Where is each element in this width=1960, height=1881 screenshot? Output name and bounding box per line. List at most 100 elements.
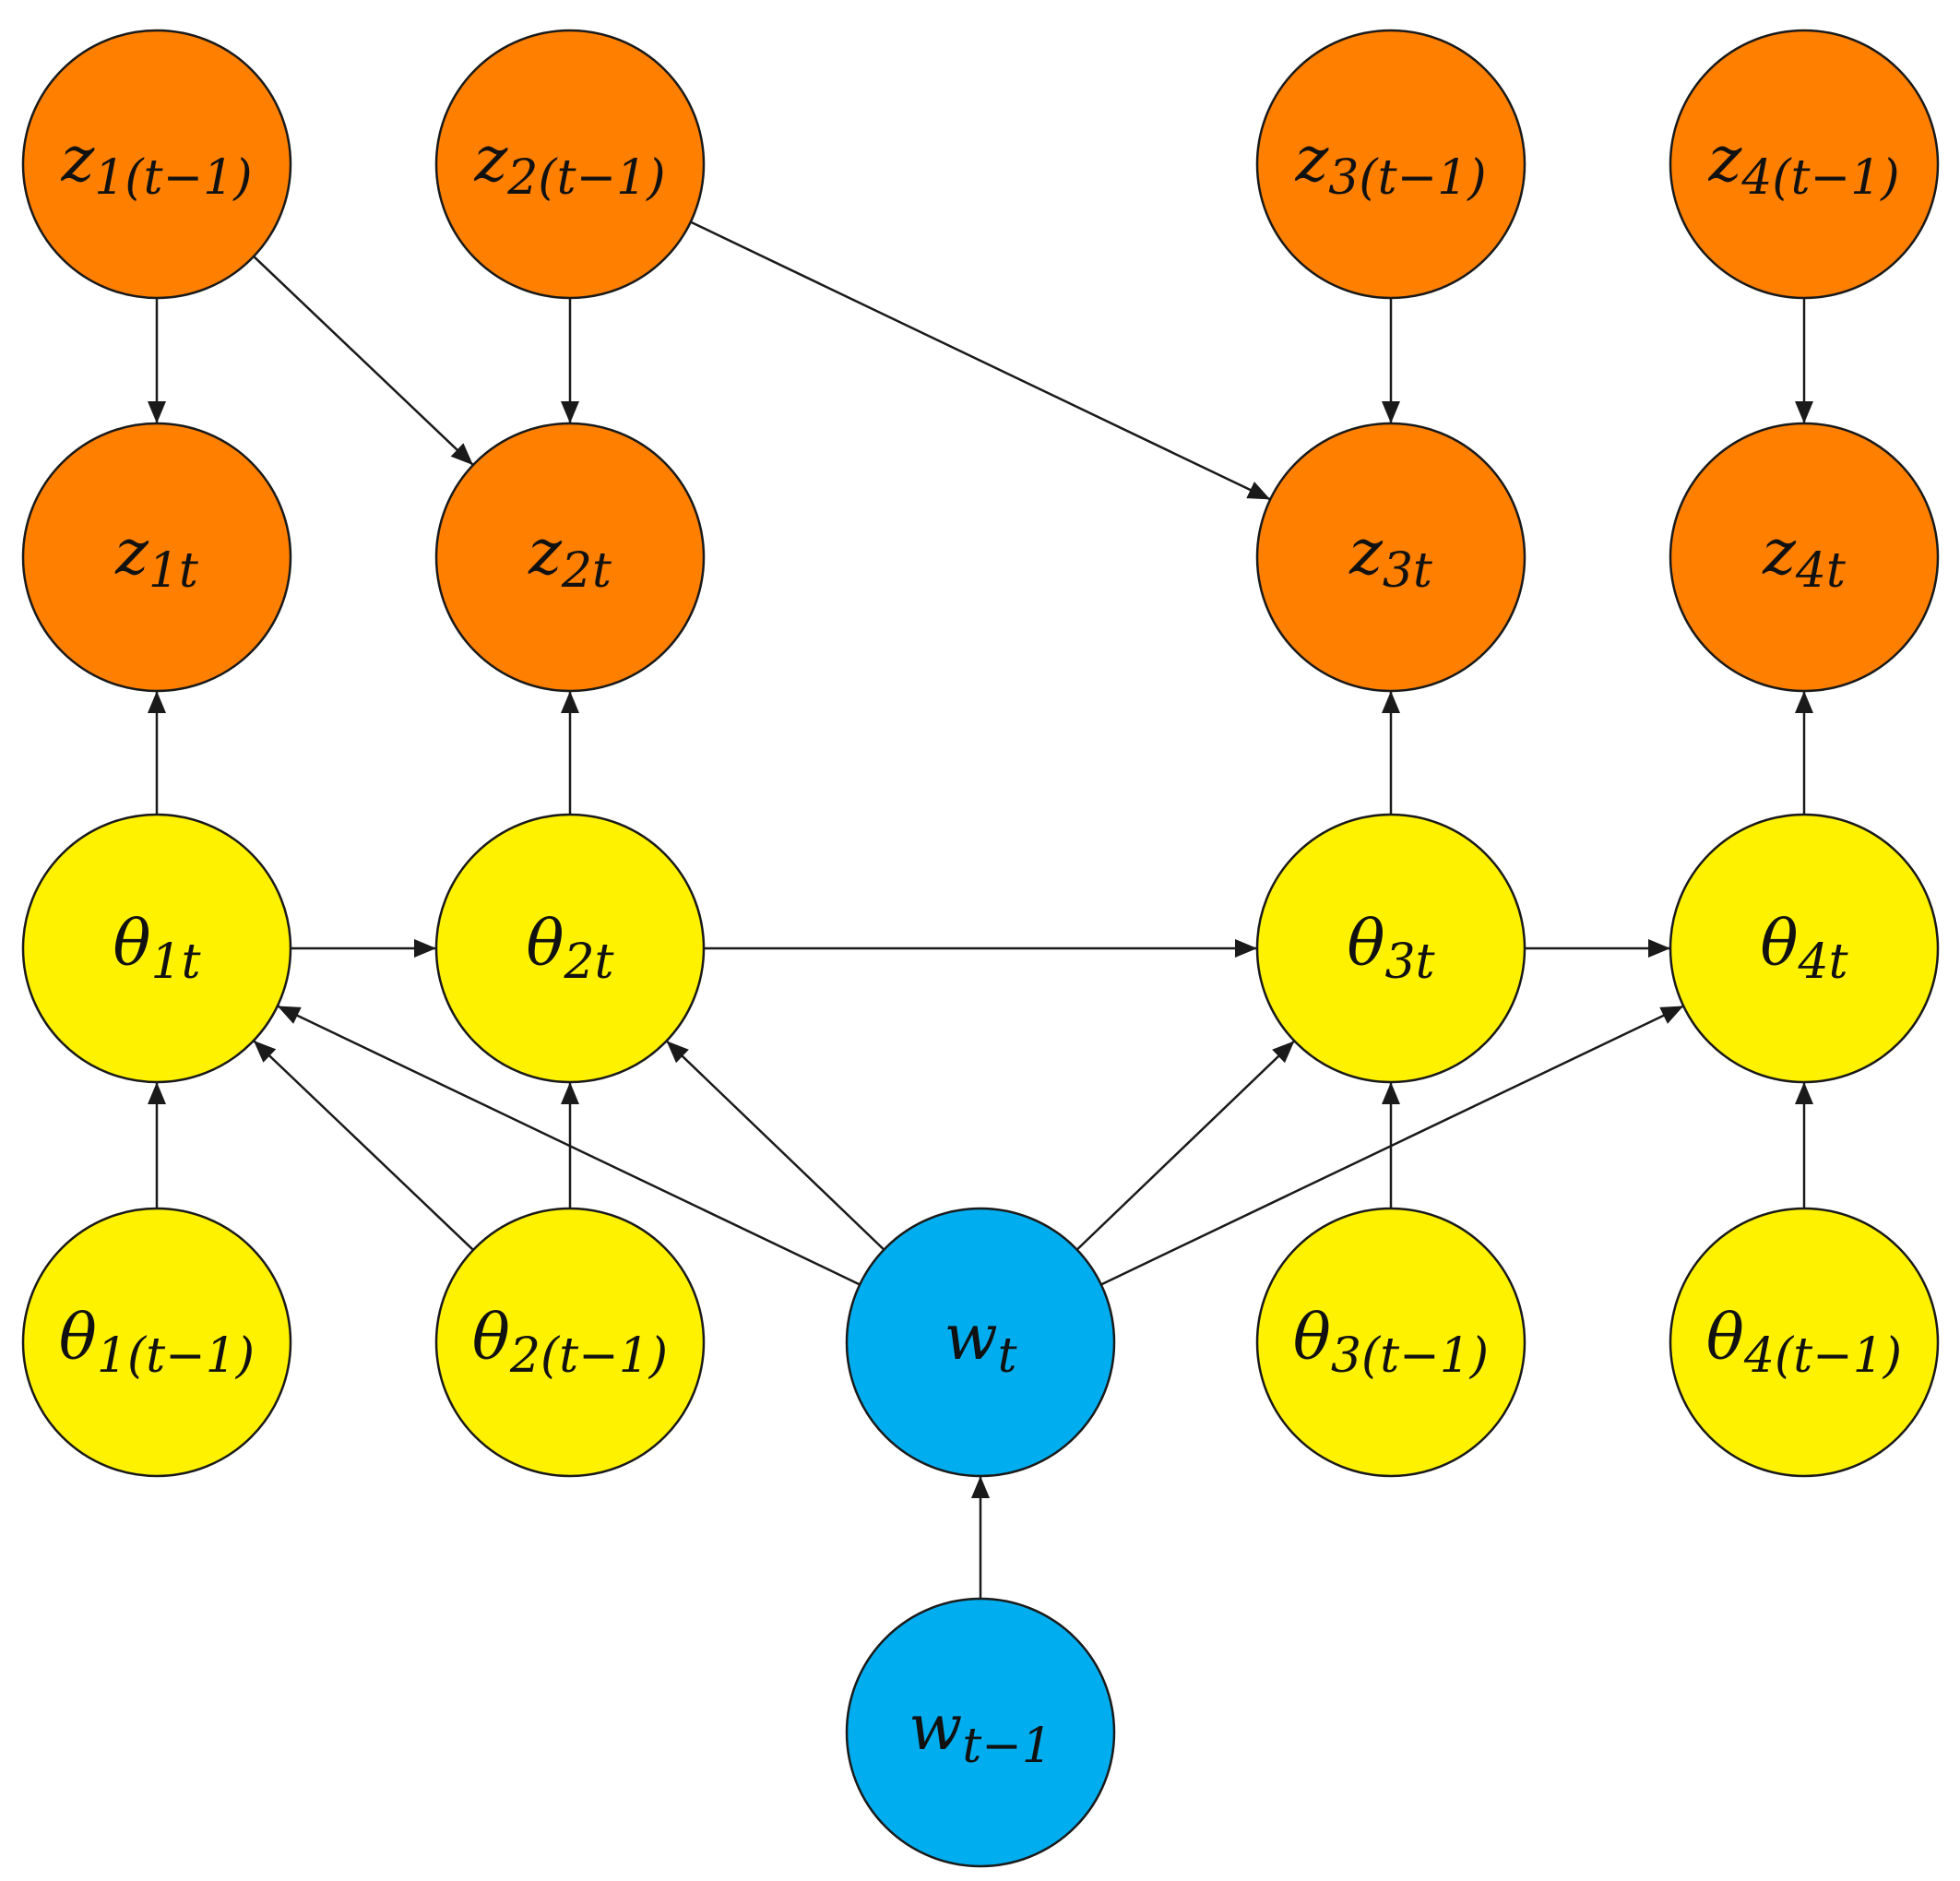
node-label-subscript: 3(t−1): [1328, 150, 1486, 206]
node-theta2_prev: θ2(t−1): [434, 1207, 706, 1478]
node-label-base: z: [114, 517, 149, 589]
node-label-z1t: z1t: [114, 517, 198, 599]
node-z1_prev: z1(t−1): [21, 29, 292, 300]
node-z3_prev: z3(t−1): [1255, 29, 1526, 300]
node-label-subscript: 2(t−1): [506, 150, 665, 206]
node-label-theta1_prev: θ1(t−1): [59, 1302, 255, 1384]
node-label-theta4t: θ4t: [1761, 908, 1848, 990]
node-label-z1_prev: z1(t−1): [60, 124, 252, 206]
node-circle-z4t: [1669, 422, 1940, 693]
node-label-theta2t: θ2t: [527, 908, 614, 990]
node-circle-theta3_prev: [1255, 1207, 1526, 1478]
node-label-z4t: z4t: [1762, 517, 1846, 599]
node-label-subscript: 4(t−1): [1743, 1328, 1902, 1384]
node-theta2t: θ2t: [434, 813, 706, 1084]
node-circle-theta1_prev: [21, 1207, 292, 1478]
node-circle-wt: [845, 1207, 1116, 1478]
node-label-subscript: 4(t−1): [1740, 150, 1899, 206]
node-circle-theta4t: [1669, 813, 1940, 1084]
node-label-subscript: 3(t−1): [1331, 1328, 1489, 1384]
node-circle-theta2t: [434, 813, 706, 1084]
node-circle-theta2_prev: [434, 1207, 706, 1478]
node-label-base: z: [473, 124, 508, 196]
node-circle-z3t: [1255, 422, 1526, 693]
edges-layer: [148, 220, 1813, 1599]
node-label-subscript: 1(t−1): [97, 1328, 255, 1384]
node-z4t: z4t: [1669, 422, 1940, 693]
node-label-subscript: 3t: [1384, 935, 1434, 990]
node-label-subscript: t−1: [962, 1719, 1052, 1774]
node-label-w_prev: wt−1: [909, 1692, 1052, 1774]
edge-wt-to-theta4t: [1100, 1005, 1684, 1286]
node-circle-theta1t: [21, 813, 292, 1084]
node-label-subscript: 4t: [1797, 935, 1847, 990]
node-circle-z4_prev: [1669, 29, 1940, 300]
node-label-theta2_prev: θ2(t−1): [472, 1302, 668, 1384]
node-label-base: θ: [59, 1302, 97, 1375]
node-z3t: z3t: [1255, 422, 1526, 693]
node-circle-z2_prev: [434, 29, 706, 300]
edge-z1_prev-to-z2t: [253, 256, 474, 466]
node-label-base: θ: [1348, 908, 1385, 981]
node-theta3t: θ3t: [1255, 813, 1526, 1084]
node-label-base: θ: [1293, 1302, 1331, 1375]
node-label-subscript: 1(t−1): [94, 150, 252, 206]
node-circle-z1t: [21, 422, 292, 693]
node-label-z3_prev: z3(t−1): [1294, 124, 1486, 206]
node-label-theta3t: θ3t: [1348, 908, 1435, 990]
node-label-base: z: [60, 124, 95, 196]
node-label-wt: wt: [944, 1302, 1016, 1384]
node-label-base: θ: [472, 1302, 510, 1375]
node-label-base: θ: [1761, 908, 1799, 981]
node-label-base: z: [1707, 124, 1742, 196]
edge-wt-to-theta1t: [277, 1005, 861, 1286]
node-label-base: w: [944, 1302, 997, 1375]
node-circle-theta4_prev: [1669, 1207, 1940, 1478]
node-label-theta4_prev: θ4(t−1): [1706, 1302, 1902, 1384]
node-label-subscript: 1t: [150, 935, 200, 990]
node-label-theta1t: θ1t: [113, 908, 201, 990]
node-theta4_prev: θ4(t−1): [1669, 1207, 1940, 1478]
node-label-subscript: 3t: [1383, 543, 1432, 599]
node-circle-z2t: [434, 422, 706, 693]
node-label-z3t: z3t: [1348, 517, 1432, 599]
node-theta3_prev: θ3(t−1): [1255, 1207, 1526, 1478]
node-circle-z1_prev: [21, 29, 292, 300]
node-label-theta3_prev: θ3(t−1): [1293, 1302, 1489, 1384]
node-z2_prev: z2(t−1): [434, 29, 706, 300]
node-theta4t: θ4t: [1669, 813, 1940, 1084]
node-label-subscript: 2t: [561, 543, 612, 599]
node-label-base: z: [528, 517, 563, 589]
edge-wt-to-theta2t: [665, 1040, 885, 1251]
edge-z2_prev-to-z3t: [690, 220, 1271, 501]
node-label-subscript: 2t: [563, 935, 613, 990]
node-label-z4_prev: z4(t−1): [1707, 124, 1899, 206]
node-w_prev: wt−1: [845, 1597, 1116, 1868]
node-label-subscript: 2(t−1): [509, 1328, 668, 1384]
node-z1t: z1t: [21, 422, 292, 693]
node-label-base: z: [1294, 124, 1329, 196]
node-z4_prev: z4(t−1): [1669, 29, 1940, 300]
node-theta1_prev: θ1(t−1): [21, 1207, 292, 1478]
node-label-base: θ: [1706, 1302, 1744, 1375]
node-label-z2t: z2t: [528, 517, 612, 599]
node-label-subscript: 1t: [148, 543, 198, 599]
node-label-base: θ: [527, 908, 564, 981]
node-label-z2_prev: z2(t−1): [473, 124, 665, 206]
node-label-subscript: t: [998, 1328, 1017, 1384]
node-circle-w_prev: [845, 1597, 1116, 1868]
node-label-base: z: [1762, 517, 1797, 589]
node-theta1t: θ1t: [21, 813, 292, 1084]
node-label-base: θ: [113, 908, 151, 981]
node-circle-theta3t: [1255, 813, 1526, 1084]
node-z2t: z2t: [434, 422, 706, 693]
node-label-subscript: 4t: [1795, 543, 1846, 599]
edge-wt-to-theta3t: [1075, 1040, 1296, 1251]
node-wt: wt: [845, 1207, 1116, 1478]
node-label-base: z: [1348, 517, 1384, 589]
node-circle-z3_prev: [1255, 29, 1526, 300]
node-label-base: w: [909, 1692, 962, 1765]
edge-theta2_prev-to-theta1t: [253, 1040, 474, 1251]
